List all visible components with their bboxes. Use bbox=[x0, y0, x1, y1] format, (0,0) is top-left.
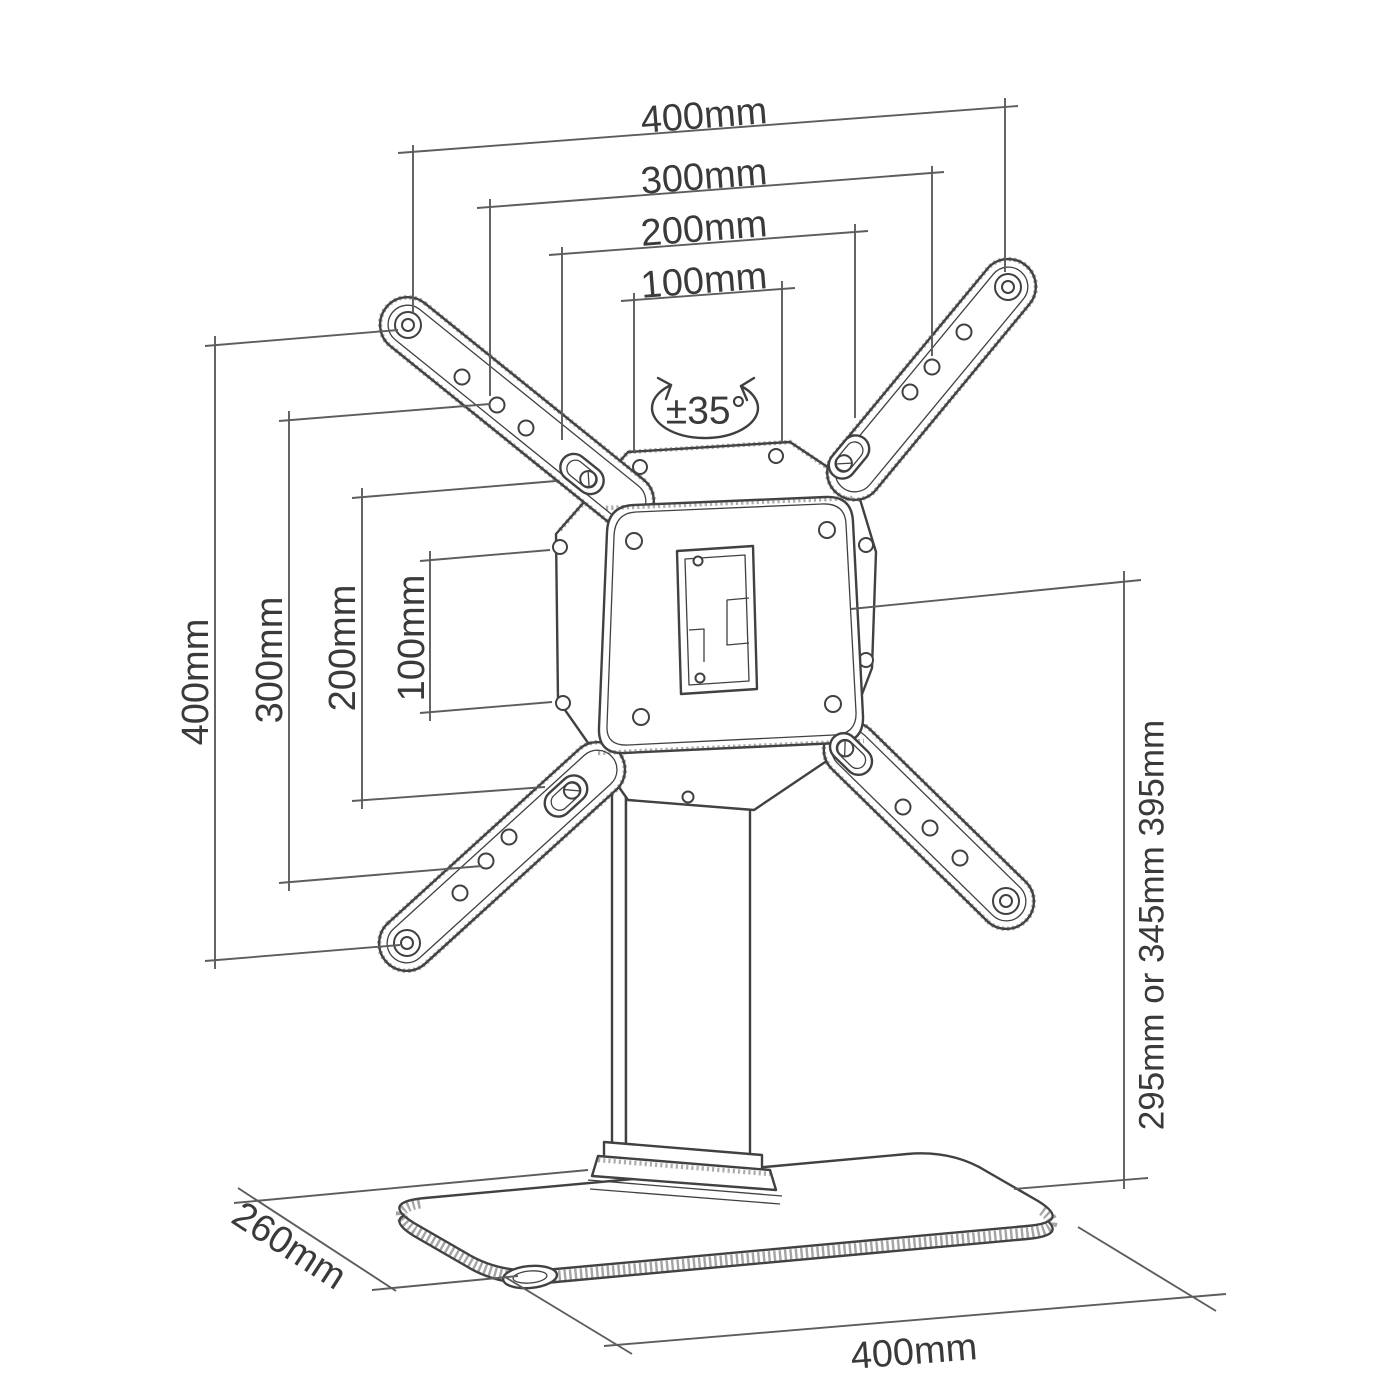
mid-hole bbox=[923, 358, 941, 376]
dim-label-left-300: 300mm bbox=[249, 597, 291, 724]
mid-hole bbox=[921, 819, 939, 837]
rotation-arc bbox=[650, 383, 760, 440]
arm-mid-holes bbox=[451, 323, 973, 902]
mid-hole bbox=[453, 368, 471, 386]
screw-slot-mark bbox=[835, 462, 852, 465]
cutout-screw-top bbox=[692, 555, 704, 567]
slot-top-left bbox=[559, 452, 605, 496]
tip-hole-tl-inner bbox=[401, 318, 415, 332]
dim-label-base-depth: 260mm bbox=[224, 1194, 353, 1298]
plate-hole-bl bbox=[632, 708, 650, 726]
bracket-hole-top-right bbox=[768, 448, 784, 464]
tip-hole-bl-inner bbox=[400, 936, 414, 950]
dim-label-top-300: 300mm bbox=[639, 151, 769, 203]
dim-label-top-400: 400mm bbox=[639, 90, 769, 142]
dim-right-height: 295mm or 345mm 395mm bbox=[850, 571, 1172, 1190]
base-foot-pad-inner bbox=[512, 1270, 548, 1284]
dim-label-left-100: 100mm bbox=[391, 575, 433, 702]
arm-top-right-inner bbox=[834, 266, 1029, 493]
rotation-arrow-right bbox=[739, 376, 756, 402]
mid-hole bbox=[451, 884, 469, 902]
arm-bottom-left-inner bbox=[386, 749, 618, 964]
cutout-step-2 bbox=[688, 628, 705, 662]
arm-pivot-slots bbox=[543, 434, 874, 818]
slot-bottom-left bbox=[543, 774, 589, 818]
plate-hole-tr bbox=[818, 521, 836, 539]
screw-slot-mark bbox=[587, 471, 590, 488]
dim-top-400: 400mm bbox=[397, 90, 1019, 312]
arm-top-right-hatch bbox=[824, 256, 1039, 503]
plate-central-cutout bbox=[675, 544, 759, 696]
dim-label-top-200: 200mm bbox=[639, 203, 769, 255]
bracket-hole-left-lower bbox=[555, 695, 571, 711]
dim-left-300: 300mm bbox=[249, 403, 491, 891]
tip-hole-tr-inner bbox=[1001, 280, 1015, 294]
dim-label-left-400: 400mm bbox=[175, 619, 217, 746]
cutout-outer bbox=[675, 544, 759, 696]
dim-label-top-100: 100mm bbox=[639, 255, 769, 307]
pedestal-column bbox=[587, 762, 783, 1205]
dim-top-300: 300mm bbox=[476, 151, 945, 396]
vesa-plate bbox=[597, 495, 865, 756]
slot-top-right bbox=[827, 434, 871, 480]
rotation-angle-label: ±35° bbox=[666, 390, 746, 433]
bracket-hole-bottom-tab bbox=[681, 790, 695, 804]
dim-top-200: 200mm bbox=[548, 203, 869, 440]
base-top-surface bbox=[398, 1152, 1054, 1272]
column-side-face bbox=[610, 762, 628, 1168]
mid-hole bbox=[477, 852, 495, 870]
column-foot-skirt bbox=[590, 1154, 778, 1192]
plate-hole-tl bbox=[625, 532, 643, 550]
dim-label-left-200: 200mm bbox=[322, 585, 364, 712]
screw-slot-mark bbox=[564, 788, 581, 792]
cutout-step bbox=[726, 597, 750, 646]
slot-bottom-right bbox=[828, 731, 874, 777]
bracket-hole-top-left bbox=[632, 459, 648, 475]
mid-hole bbox=[955, 323, 973, 341]
mid-hole bbox=[517, 419, 535, 437]
mid-hole bbox=[500, 828, 518, 846]
cutout-inner bbox=[684, 554, 750, 686]
arm-top-right bbox=[824, 256, 1039, 503]
base-front-rim-hatch bbox=[396, 1197, 1058, 1284]
plate-inner-outline bbox=[606, 503, 857, 746]
dim-left-200: 200mm bbox=[322, 480, 557, 809]
plate-hole-br bbox=[824, 695, 842, 713]
arm-tip-holes bbox=[393, 273, 1022, 957]
arm-bottom-left-hatch bbox=[376, 739, 628, 974]
slot-inner bbox=[566, 459, 598, 489]
dim-top-100: 100mm bbox=[620, 255, 796, 452]
mid-hole bbox=[488, 396, 506, 414]
base-plate bbox=[396, 1152, 1058, 1290]
dim-base-width: 400mm bbox=[504, 1226, 1227, 1378]
rotation-arrow-left bbox=[656, 376, 673, 401]
foot-plinth-line-2 bbox=[589, 1188, 781, 1205]
dim-left-400: 400mm bbox=[175, 329, 401, 969]
base-foot-pad bbox=[501, 1264, 559, 1290]
mid-hole bbox=[951, 849, 969, 867]
bracket-hole-left-upper bbox=[552, 539, 568, 555]
dim-label-right-height: 295mm or 345mm 395mm bbox=[1133, 720, 1172, 1130]
mid-hole bbox=[901, 383, 919, 401]
dim-left-100: 100mm bbox=[391, 549, 553, 721]
dim-label-base-width: 400mm bbox=[849, 1326, 979, 1378]
tip-hole-br-inner bbox=[999, 894, 1013, 908]
bracket-hole-right-upper bbox=[858, 537, 874, 553]
cutout-screw-bottom bbox=[694, 672, 706, 684]
mid-hole bbox=[894, 798, 912, 816]
screw-slot-mark bbox=[844, 739, 846, 757]
rotation-annotation: ±35° bbox=[650, 376, 760, 440]
column-front-face bbox=[624, 762, 752, 1174]
arm-top-right-outline bbox=[825, 257, 1038, 502]
foot-plinth-line-1 bbox=[587, 1179, 783, 1197]
